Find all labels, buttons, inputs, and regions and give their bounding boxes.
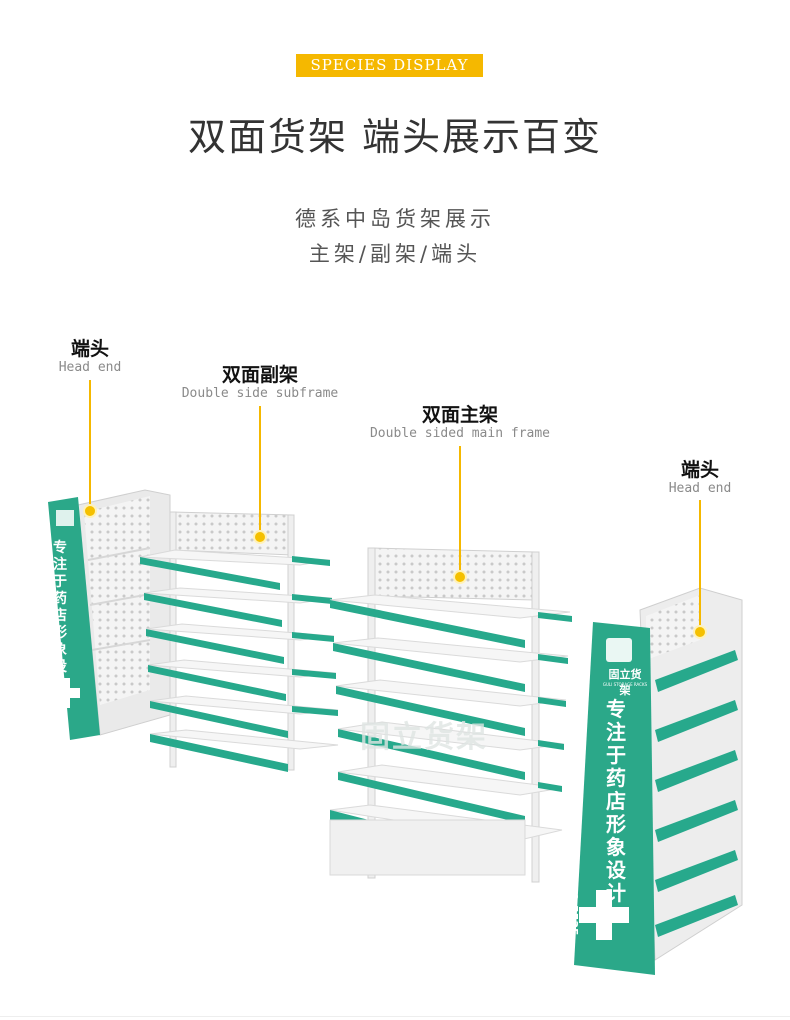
label-subframe-cn: 双面副架 (221, 364, 298, 386)
subtitle-line-2: 主架/副架/端头 (308, 242, 482, 266)
label-main-frame-cn: 双面主架 (421, 404, 498, 426)
marker-dot-head-end-left (83, 504, 97, 518)
subtitle-line-1: 德系中岛货架展示 (295, 207, 495, 231)
left-end-unit (48, 489, 171, 740)
label-subframe-en: Double side subframe (181, 386, 339, 401)
leader-head-end-right (699, 500, 701, 626)
label-head-end-left-cn: 端头 (70, 338, 109, 360)
marker-dot-head-end-right (693, 625, 707, 639)
page-title: 双面货架 端头展示百变 (187, 115, 603, 159)
label-head-end-right-en: Head end (668, 481, 732, 496)
leader-head-end-left (89, 380, 91, 508)
right-panel-brand: 固立货架 (608, 668, 642, 697)
right-end-unit (574, 587, 743, 975)
right-panel-phone: 400-600-5535 (567, 850, 580, 936)
leader-main-frame (459, 446, 461, 572)
left-panel-slogan: 专注于药店形象设计 (53, 540, 67, 692)
label-main-frame-en: Double sided main frame (369, 426, 550, 441)
watermark-text: 固立货架 (360, 720, 488, 755)
label-head-end-right-cn: 端头 (680, 459, 719, 481)
double-side-subframe (139, 511, 339, 772)
right-panel-slogan: 专注于药店形象设计 (606, 697, 626, 905)
right-panel-brand-sub: GULI STORAGE RACKS (602, 682, 648, 687)
label-head-end-left-en: Head end (58, 360, 122, 375)
marker-dot-main-frame (453, 570, 467, 584)
species-display-badge: SPECIES DISPLAY (296, 54, 483, 77)
bottom-divider (0, 1016, 790, 1017)
marker-dot-subframe (253, 530, 267, 544)
leader-subframe (259, 406, 261, 530)
